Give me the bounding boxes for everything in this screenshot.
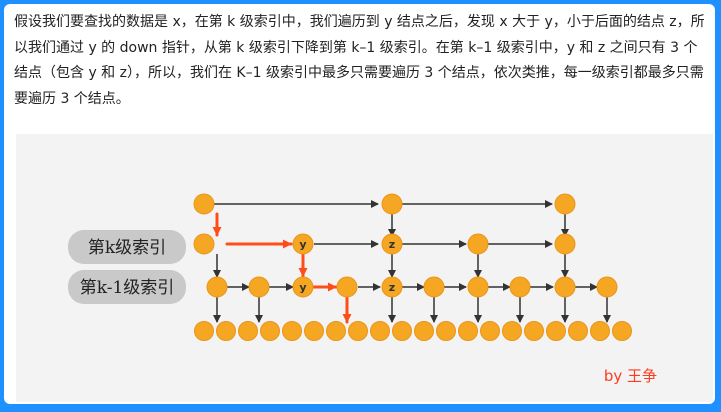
node [326,321,346,341]
node [467,276,489,298]
node [392,321,412,341]
node-label-y: y [299,281,306,294]
node [554,233,576,255]
node [502,321,522,341]
skiplist-figure: 第k级索引 第k-1级索引 [16,134,713,402]
figure-credit: by 王争 [603,367,657,385]
node [282,321,302,341]
node [612,321,632,341]
node [458,321,478,341]
node [248,276,270,298]
node [590,321,610,341]
label-level-k-minus-1: 第k-1级索引 [68,270,186,304]
node [546,321,566,341]
node [509,276,531,298]
node [524,321,544,341]
nodes [193,193,632,341]
node [304,321,324,341]
page: 假设我们要查找的数据是 x，在第 k 级索引中，我们遍历到 y 结点之后，发现 … [4,4,715,404]
node-y-level-k-minus-1 [292,276,314,298]
node-label-z: z [389,281,395,294]
label-level-k: 第k级索引 [68,230,186,264]
node [206,276,228,298]
node-label-z: z [389,238,395,251]
node [467,233,489,255]
node-label-y: y [299,238,306,251]
node-y-level-k [292,233,314,255]
skiplist-diagram: 第k级索引 第k-1级索引 [68,193,632,341]
node [596,276,618,298]
node [193,233,215,255]
node [336,276,358,298]
node-z-level-k-minus-1 [381,276,403,298]
svg-text:第k级索引: 第k级索引 [88,238,166,258]
node [414,321,434,341]
node-z-level-k [381,233,403,255]
node [423,276,445,298]
node [436,321,456,341]
svg-text:第k-1级索引: 第k-1级索引 [80,278,175,298]
node [554,276,576,298]
node-letters: y z y z [299,238,395,294]
node [260,321,280,341]
search-path [212,212,352,324]
node [238,321,258,341]
node [554,193,576,215]
node [381,193,403,215]
node [568,321,588,341]
node [194,321,214,341]
node [216,321,236,341]
node [193,193,215,215]
arrows [213,200,611,323]
node [370,321,390,341]
article-paragraph: 假设我们要查找的数据是 x，在第 k 级索引中，我们遍历到 y 结点之后，发现 … [14,14,705,107]
node [480,321,500,341]
node [348,321,368,341]
